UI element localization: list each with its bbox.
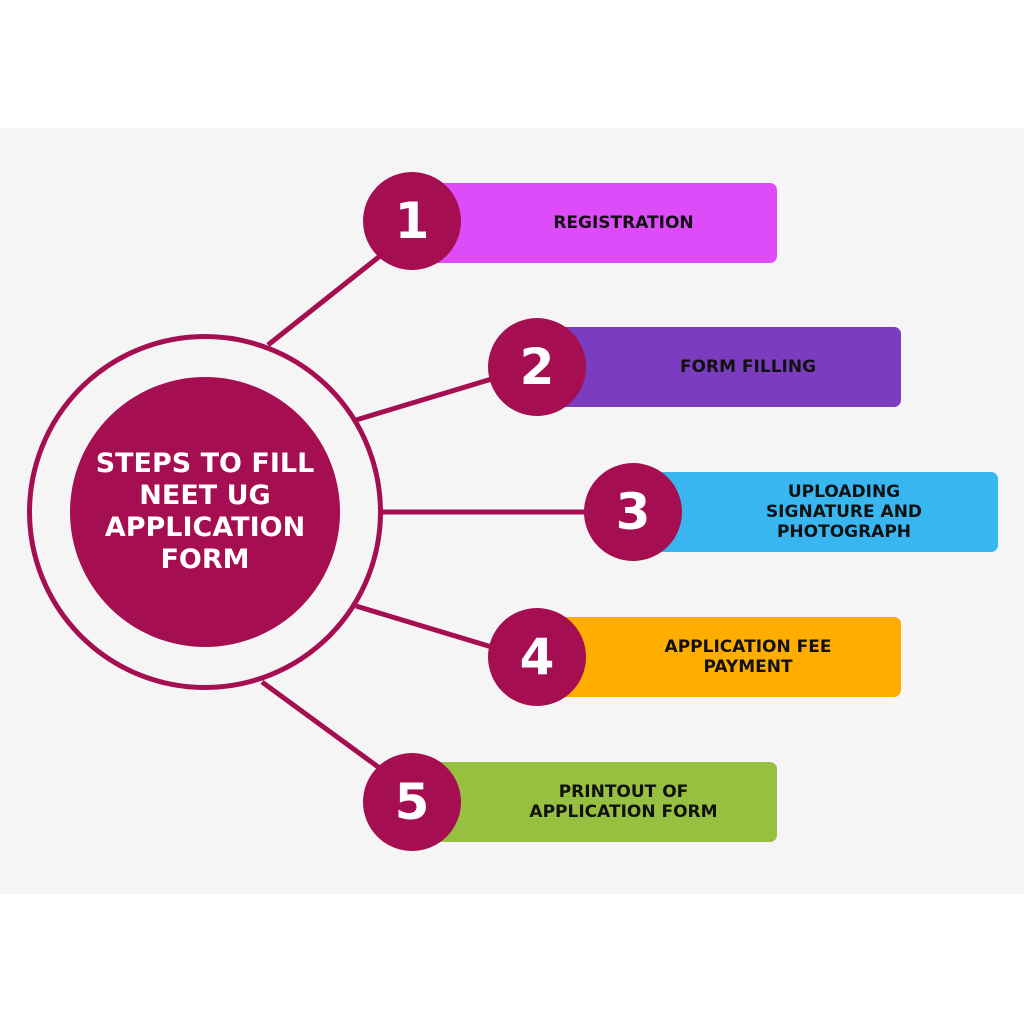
step-4-badge: 4 xyxy=(488,608,586,706)
step-4-bar: APPLICATION FEE PAYMENT xyxy=(555,617,901,697)
hub-circle: STEPS TO FILL NEET UG APPLICATION FORM xyxy=(70,377,340,647)
step-2-label: FORM FILLING xyxy=(679,357,817,377)
step-2-bar: FORM FILLING xyxy=(555,327,901,407)
step-1-bar: REGISTRATION xyxy=(430,183,777,263)
step-5-label: PRINTOUT OF APPLICATION FORM xyxy=(529,782,718,822)
step-3-bar: UPLOADING SIGNATURE AND PHOTOGRAPH xyxy=(650,472,998,552)
step-3-badge: 3 xyxy=(584,463,682,561)
step-1-label: REGISTRATION xyxy=(553,213,694,233)
step-3-label: UPLOADING SIGNATURE AND PHOTOGRAPH xyxy=(765,482,923,542)
step-1-badge: 1 xyxy=(363,172,461,270)
connector-2 xyxy=(355,375,496,423)
step-5-bar: PRINTOUT OF APPLICATION FORM xyxy=(430,762,777,842)
step-4-label: APPLICATION FEE PAYMENT xyxy=(664,637,832,677)
step-5-badge: 5 xyxy=(363,753,461,851)
connector-5 xyxy=(260,679,387,775)
connector-1 xyxy=(266,250,387,347)
connector-4 xyxy=(355,603,496,651)
step-2-badge: 2 xyxy=(488,318,586,416)
hub-ring xyxy=(27,334,383,690)
hub-title: STEPS TO FILL NEET UG APPLICATION FORM xyxy=(95,448,315,575)
